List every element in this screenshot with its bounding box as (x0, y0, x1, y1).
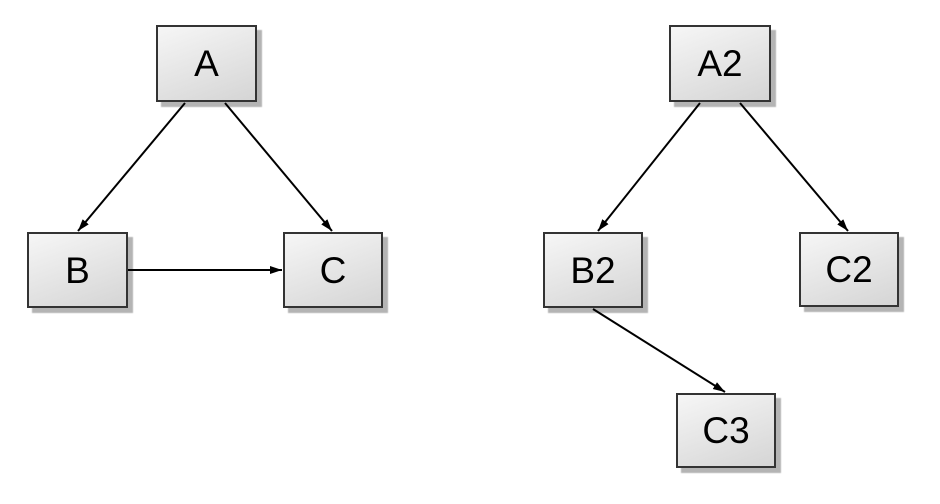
node-A: A (156, 25, 257, 102)
node-label-C: C (319, 249, 347, 291)
node-C3: C3 (676, 393, 776, 468)
node-C: C (283, 232, 383, 308)
node-label-B2: B2 (570, 249, 616, 291)
node-label-C2: C2 (825, 249, 873, 290)
node-A2: A2 (669, 25, 771, 102)
edge-A2-to-B2 (597, 102, 701, 232)
edge-A-to-C (224, 102, 333, 232)
edge-B2-to-C3 (592, 308, 726, 393)
node-label-A: A (194, 43, 219, 84)
node-label-C3: C3 (702, 410, 750, 451)
node-C2: C2 (799, 232, 899, 307)
node-label-A2: A2 (697, 43, 743, 84)
node-label-B: B (65, 249, 90, 291)
edge-A2-to-C2 (739, 102, 849, 232)
node-B2: B2 (543, 232, 643, 308)
edge-A-to-B (77, 102, 186, 232)
node-B: B (27, 232, 128, 308)
